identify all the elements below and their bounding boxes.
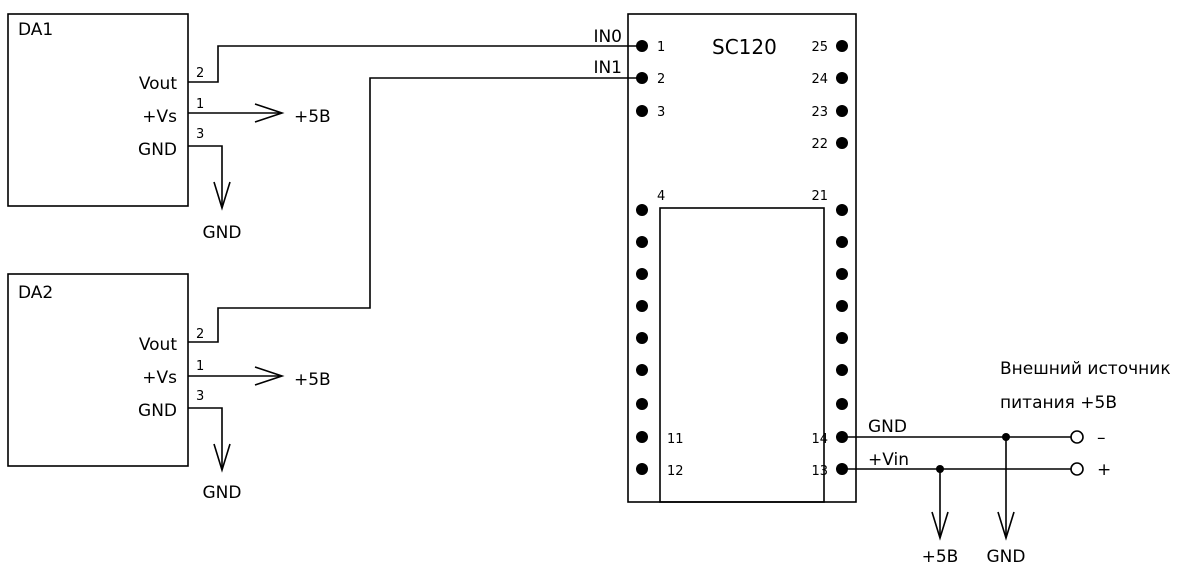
sc120-pin-25: 25 xyxy=(811,40,828,55)
bottom-gnd-label: GND xyxy=(987,547,1026,567)
minus-terminal xyxy=(1070,430,1084,444)
sc120-vin-net-label: +Vin xyxy=(868,450,909,470)
da2-vs-arrow xyxy=(254,366,285,386)
external-source-line2: питания +5В xyxy=(1000,393,1117,413)
power-wiring: GND +Vin +5В GND – + xyxy=(842,417,1111,567)
sc120-pin-dot xyxy=(836,268,848,280)
sc120-pin-dot xyxy=(636,236,648,248)
da1-pin3-number: 3 xyxy=(196,127,204,142)
sc120-pin-dot xyxy=(636,204,648,216)
da1-box xyxy=(7,13,189,207)
sc120-pin-dot xyxy=(836,364,848,376)
sc120-module: SC120 IN0 IN1 1 2 3 4 11 12 25 24 23 22 … xyxy=(593,13,857,503)
wire-da1-vout-to-in0 xyxy=(188,45,642,83)
sc120-pin-dot xyxy=(636,332,648,344)
sc120-pin-4: 4 xyxy=(657,189,665,204)
da1-vs-arrow xyxy=(254,103,285,123)
sc120-pin-dot xyxy=(836,300,848,312)
sc120-pin-dot xyxy=(836,105,848,117)
sc120-pin-14: 14 xyxy=(811,432,828,447)
sc120-pin-dot xyxy=(636,431,648,443)
sc120-pin-1: 1 xyxy=(657,40,665,55)
sc120-pin-12: 12 xyxy=(667,464,684,479)
da1-vs-label: +Vs xyxy=(142,107,177,127)
da2-gnd-label-below: GND xyxy=(203,483,242,503)
sc120-pin-dot xyxy=(836,40,848,52)
gnd-down-arrow xyxy=(997,511,1015,541)
external-source-line1: Внешний источник xyxy=(1000,359,1171,379)
sc120-pin-dot xyxy=(836,72,848,84)
sc120-pin-dot xyxy=(636,72,648,84)
sc120-pin-dot xyxy=(836,137,848,149)
da1-pin1-number: 1 xyxy=(196,97,204,112)
sc120-in0-label: IN0 xyxy=(593,27,622,47)
da2-vs-supply: +5В xyxy=(294,370,331,390)
sc120-name: SC120 xyxy=(712,35,777,59)
sc120-gnd-net-label: GND xyxy=(868,417,907,437)
sc120-in1-label: IN1 xyxy=(593,58,622,78)
sc120-pin-13: 13 xyxy=(811,464,828,479)
da2-gnd-arrow xyxy=(213,443,231,473)
sc120-pin-3: 3 xyxy=(657,105,665,120)
da1-gnd-label-below: GND xyxy=(203,223,242,243)
da2-gnd-label: GND xyxy=(138,401,177,421)
terminal-minus-label: – xyxy=(1097,428,1106,448)
da1-gnd-arrow xyxy=(213,181,231,211)
da1-gnd-label: GND xyxy=(138,140,177,160)
da1-vout-label: Vout xyxy=(139,74,177,94)
terminal-plus-label: + xyxy=(1097,460,1111,480)
sc120-pin-2: 2 xyxy=(657,72,665,87)
sc120-pin-dot xyxy=(836,398,848,410)
da2-name: DA2 xyxy=(18,283,53,303)
sc120-pin-dot xyxy=(636,398,648,410)
sc120-pin-23: 23 xyxy=(811,105,828,120)
da2-pin2-number: 2 xyxy=(196,327,204,342)
sc120-pin-22: 22 xyxy=(811,137,828,152)
sc120-pin-dot xyxy=(636,268,648,280)
da2-pin3-number: 3 xyxy=(196,389,204,404)
da2-vs-label: +Vs xyxy=(142,368,177,388)
sc120-pin-24: 24 xyxy=(811,72,828,87)
da1-block: DA1 Vout +Vs GND 2 1 3 +5В GND xyxy=(7,13,331,243)
da1-gnd-wire xyxy=(188,145,223,205)
plus5-down-arrow xyxy=(931,511,949,541)
sc120-pin-dot xyxy=(636,364,648,376)
da1-pin2-number: 2 xyxy=(196,66,204,81)
sc120-pin-dot xyxy=(636,40,648,52)
sc120-pin-21: 21 xyxy=(811,189,828,204)
da2-box xyxy=(7,273,189,467)
sc120-pin-dot xyxy=(836,204,848,216)
wire-da2-vout-to-in1 xyxy=(188,77,642,343)
sc120-outline xyxy=(627,13,857,503)
sc120-pin-dot xyxy=(836,332,848,344)
da2-pin1-number: 1 xyxy=(196,359,204,374)
da2-block: DA2 Vout +Vs GND 2 1 3 +5В GND xyxy=(7,273,331,503)
sc120-inner-outline xyxy=(659,207,825,503)
sc120-pin-dot xyxy=(636,463,648,475)
bottom-plus5-label: +5В xyxy=(922,547,959,567)
da2-gnd-wire xyxy=(188,407,223,468)
da2-vout-label: Vout xyxy=(139,335,177,355)
plus-terminal xyxy=(1070,462,1084,476)
sc120-pin-11: 11 xyxy=(667,432,684,447)
sc120-pin-dot xyxy=(836,236,848,248)
sc120-pin-dot xyxy=(636,105,648,117)
da1-name: DA1 xyxy=(18,20,53,40)
sc120-pin-dot xyxy=(636,300,648,312)
da1-vs-supply: +5В xyxy=(294,107,331,127)
